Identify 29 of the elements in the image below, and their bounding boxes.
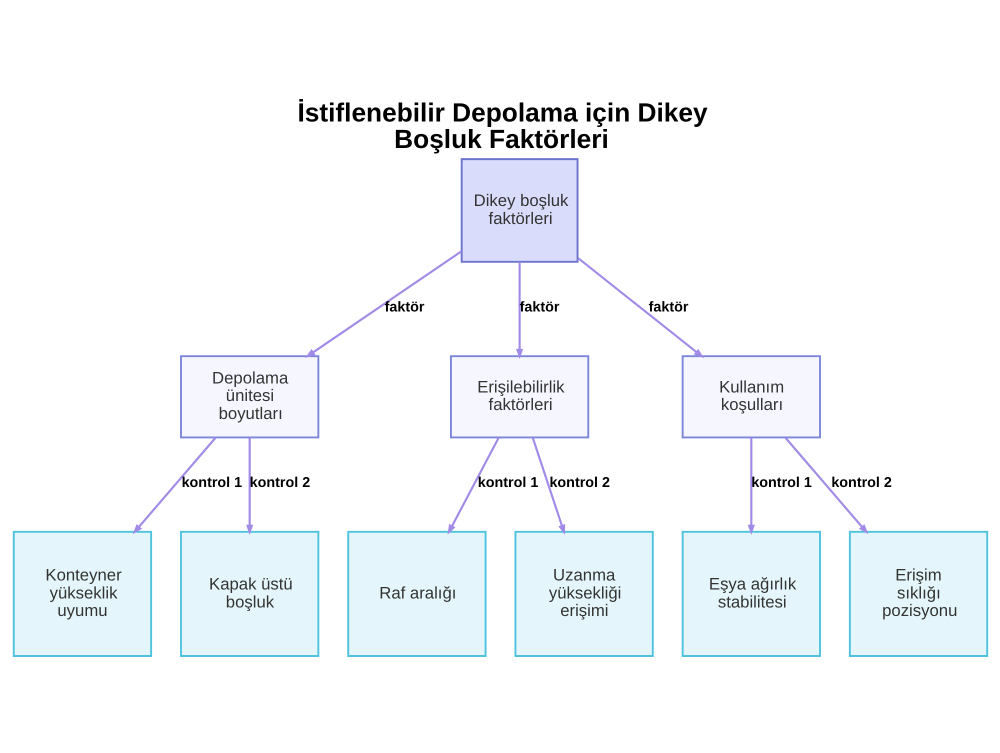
edge-label: kontrol 1 [477,475,538,492]
node-box: Raf aralığı [346,530,486,657]
edge-label: kontrol 1 [181,475,242,492]
edge-label: kontrol 1 [750,475,812,492]
node-box: Erişim sıklığı pozisyonu [848,530,988,657]
edge-label: kontrol 2 [830,475,892,492]
arrow [747,438,754,536]
arrow [784,437,868,534]
node-box: Depolama ünitesi boyutları [180,355,319,438]
node-box: Kullanım koşulları [681,355,820,438]
node-box: Dikey boşluk faktörleri [460,158,578,263]
node-box: Kapak üstü boşluk [180,530,319,657]
edge-label: faktör [648,300,688,316]
edge-label: faktör [384,300,424,316]
arrow [531,438,565,535]
edge-label: kontrol 2 [249,475,310,492]
node-box: Erişilebilirlik faktörleri [449,355,589,438]
node-box: Eşya ağırlık stabilitesi [681,530,820,657]
arrow [246,438,253,536]
diagram-title: İstiflenebilir Depolama için Dikey Boşluk Faktörleri [296,98,708,154]
arrow [132,437,216,534]
arrow [516,262,523,360]
node-box: Konteyner yükseklik uyumu [12,530,152,657]
edge-label: faktör [519,300,559,316]
arrow [447,437,500,535]
edge-label: kontrol 2 [548,475,610,492]
node-box: Uzanma yüksekliği erişimi [514,530,654,657]
arrow [304,250,462,358]
arrow [576,257,704,358]
